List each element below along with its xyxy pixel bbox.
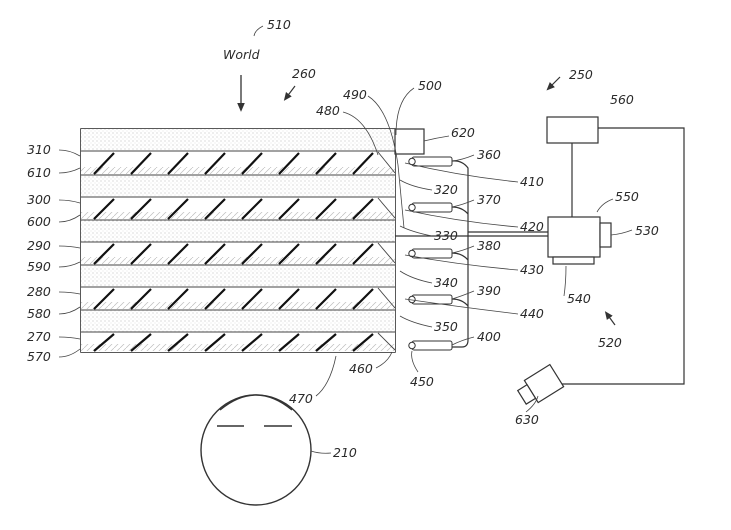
label-550: 550 [615,189,639,204]
outcoupling-elements [93,152,374,352]
label-540: 540 [567,291,591,306]
label-530: 530 [635,223,659,238]
label-520: 520 [598,335,622,350]
label-world: World [223,47,260,62]
eye-210 [200,394,312,506]
module-560 [546,116,599,144]
waveguide-610 [81,150,395,176]
label-560: 560 [610,92,634,107]
arrows [237,75,616,326]
label-460: 460 [349,361,373,376]
layer-290 [81,220,395,242]
label-580: 580 [27,306,51,321]
label-340: 340 [434,275,458,290]
module-530 [599,222,612,248]
label-380: 380 [477,238,501,253]
waveguide-570 [81,331,395,352]
injector-400 [408,340,453,351]
camera-630 [516,363,565,405]
layer-310 [81,129,395,151]
image-injection-devices [408,156,453,351]
label-590: 590 [27,259,51,274]
injector-380 [408,248,453,259]
label-270: 270 [27,329,51,344]
label-480: 480 [316,103,340,118]
label-210: 210 [333,445,357,460]
label-370: 370 [477,192,501,207]
layer-280 [81,265,395,287]
label-410: 410 [520,174,544,189]
leader-lines [58,25,633,454]
label-500: 500 [418,78,442,93]
label-430: 430 [520,262,544,277]
label-330: 330 [434,228,458,243]
injector-360 [408,156,453,167]
label-250: 250 [569,67,593,82]
label-450: 450 [410,374,434,389]
layer-300 [81,175,395,197]
label-300: 300 [27,192,51,207]
label-440: 440 [520,306,544,321]
label-360: 360 [477,147,501,162]
label-400: 400 [477,329,501,344]
module-550 [547,216,601,258]
waveguide-600 [81,196,395,221]
label-420: 420 [520,219,544,234]
injector-cables [395,160,548,348]
label-260: 260 [292,66,316,81]
label-620: 620 [451,125,475,140]
lens-620 [394,128,425,155]
injector-370 [408,202,453,213]
label-290: 290 [27,238,51,253]
label-350: 350 [434,319,458,334]
label-610: 610 [27,165,51,180]
waveguide-590 [81,241,395,266]
label-470: 470 [289,391,313,406]
module-540 [552,256,595,265]
label-600: 600 [27,214,51,229]
label-310: 310 [27,142,51,157]
label-570: 570 [27,349,51,364]
controller [546,116,685,385]
label-490: 490 [343,87,367,102]
label-280: 280 [27,284,51,299]
waveguide-stack [80,128,396,353]
label-390: 390 [477,283,501,298]
waveguide-580 [81,286,395,311]
label-320: 320 [434,182,458,197]
label-630: 630 [515,412,539,427]
incoupling-elements [377,151,396,351]
label-510: 510 [267,17,291,32]
labels: 510 World 260 250 560 490 500 480 620 31… [27,17,659,460]
layer-270 [81,310,395,332]
